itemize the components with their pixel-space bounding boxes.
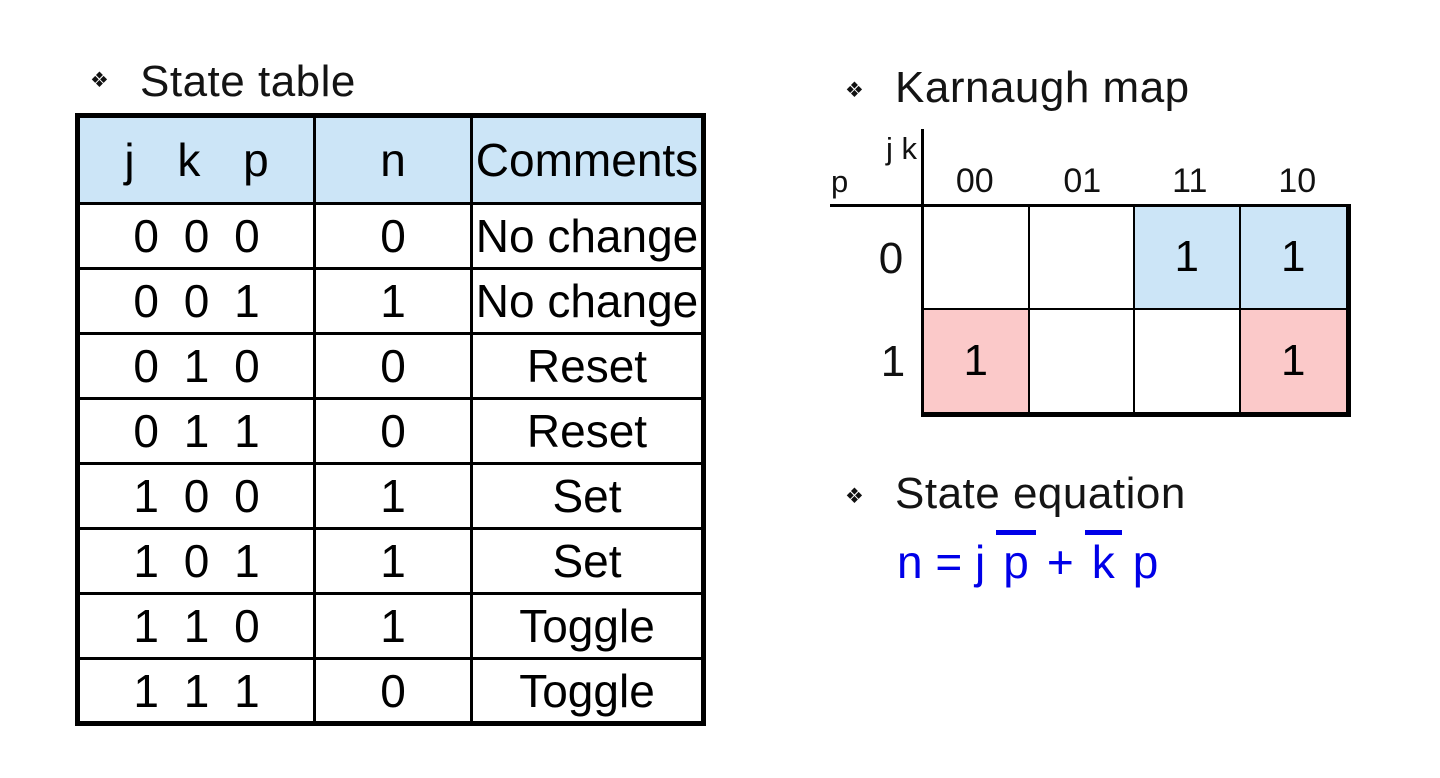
- header-cell-n: n: [313, 114, 473, 205]
- kmap-column-label: 10: [1278, 162, 1317, 200]
- equation-plus-sign: +: [1046, 536, 1074, 588]
- header-cell-jkp: j k p: [76, 114, 316, 205]
- cell-comment: No change: [470, 267, 705, 335]
- cell-n: 0: [313, 202, 473, 270]
- state-table-row: 0 0 0 0 No change: [76, 202, 705, 270]
- cell-jkp: 1 1 1: [76, 657, 316, 725]
- cell-n: 1: [313, 592, 473, 660]
- cell-comment: No change: [470, 202, 705, 270]
- kmap-row-label: 1: [880, 337, 906, 386]
- cell-comment: Reset: [470, 332, 705, 400]
- kmap-cell: 1: [1135, 207, 1241, 310]
- kmap-cell: 1: [924, 309, 1030, 412]
- diamond-bullet-icon: ❖: [845, 485, 864, 508]
- cell-jkp: 1 0 0: [76, 462, 316, 530]
- kmap-vertical-axis-line: [921, 129, 924, 205]
- cell-comment: Reset: [470, 397, 705, 465]
- state-table-header-row: j k p n Comments: [76, 114, 705, 205]
- cell-n: 1: [313, 462, 473, 530]
- kmap-cell: [1029, 309, 1135, 412]
- kmap-column-variable-label: j k: [886, 131, 917, 166]
- state-table-row: 0 1 0 0 Reset: [76, 332, 705, 400]
- kmap-column-label: 00: [955, 162, 994, 200]
- equation-k-complement: k: [1084, 530, 1122, 586]
- state-table-row: 0 0 1 1 No change: [76, 267, 705, 335]
- cell-comment: Toggle: [470, 592, 705, 660]
- cell-n: 1: [313, 527, 473, 595]
- cell-comment: Set: [470, 462, 705, 530]
- state-table-title: State table: [140, 57, 356, 106]
- kmap-column-label: 01: [1063, 162, 1102, 200]
- state-table-row: 1 1 1 0 Toggle: [76, 657, 705, 725]
- cell-comment: Set: [470, 527, 705, 595]
- cell-n: 0: [313, 657, 473, 725]
- cell-n: 0: [313, 332, 473, 400]
- diamond-bullet-icon: ❖: [845, 79, 864, 102]
- cell-jkp: 1 0 1: [76, 527, 316, 595]
- cell-jkp: 0 1 1: [76, 397, 316, 465]
- kmap-row-label: 0: [878, 234, 904, 283]
- header-cell-comments: Comments: [470, 114, 705, 205]
- equation-prefix: n = j: [897, 536, 986, 588]
- kmap-grid: 1 1 1 1: [921, 204, 1351, 417]
- kmap-column-label: 11: [1172, 162, 1208, 200]
- kmap-cell: 1: [1240, 207, 1346, 310]
- cell-jkp: 0 0 0: [76, 202, 316, 270]
- cell-n: 0: [313, 397, 473, 465]
- state-equation-title: State equation: [895, 469, 1186, 518]
- state-equation: n = j p + k p: [897, 530, 1158, 589]
- state-table-row: 0 1 1 0 Reset: [76, 397, 705, 465]
- cell-comment: Toggle: [470, 657, 705, 725]
- kmap-cell: [1029, 207, 1135, 310]
- kmap-column-labels: 00 01 11 10: [921, 163, 1351, 199]
- state-table-row: 1 0 0 1 Set: [76, 462, 705, 530]
- cell-jkp: 0 0 1: [76, 267, 316, 335]
- cell-n: 1: [313, 267, 473, 335]
- kmap-row-variable-label: p: [831, 164, 849, 199]
- equation-suffix: p: [1132, 536, 1159, 588]
- kmap-horizontal-axis-line: [830, 204, 922, 207]
- state-table-row: 1 1 0 1 Toggle: [76, 592, 705, 660]
- karnaugh-map-title: Karnaugh map: [895, 63, 1190, 112]
- cell-jkp: 1 1 0: [76, 592, 316, 660]
- cell-jkp: 0 1 0: [76, 332, 316, 400]
- kmap-cell: [1135, 309, 1241, 412]
- state-table: j k p n Comments 0 0 0 0 No change 0 0 1…: [75, 113, 706, 726]
- equation-p-complement: p: [996, 530, 1036, 586]
- kmap-cell: 1: [1240, 309, 1346, 412]
- kmap-cell: [924, 207, 1030, 310]
- state-table-row: 1 0 1 1 Set: [76, 527, 705, 595]
- diamond-bullet-icon: ❖: [90, 69, 109, 92]
